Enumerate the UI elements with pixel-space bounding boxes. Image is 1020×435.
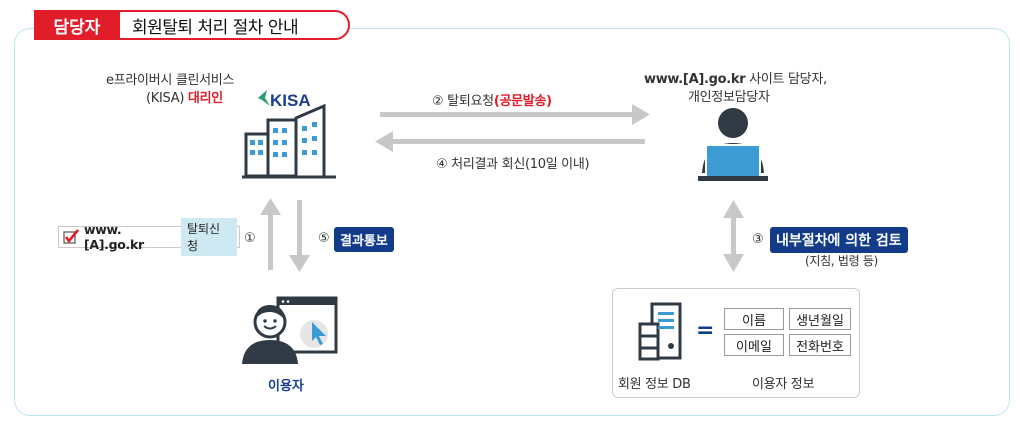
step3-review-badge: 내부절차에 의한 검토 <box>770 227 908 253</box>
header-title: 회원탈퇴 처리 절차 안내 <box>132 17 299 38</box>
user-label: 이용자 <box>268 379 304 394</box>
field-birthdate: 생년월일 <box>789 308 851 330</box>
withdraw-request-bar[interactable]: www.[A].go.kr 탈퇴신청 <box>58 218 240 256</box>
kisa-line2: (KISA) 대리인 <box>146 87 223 106</box>
withdraw-site-url: www.[A].go.kr <box>83 222 144 252</box>
field-phone: 전화번호 <box>789 334 851 356</box>
step5-number: ⑤ <box>318 231 330 246</box>
equals-sign: = <box>696 318 715 343</box>
step4-label: ④ 처리결과 회신(10일 이내) <box>436 157 590 172</box>
kisa-line2-prefix: (KISA) <box>146 91 188 106</box>
admin-person-icon <box>698 108 768 181</box>
kisa-logo-text: KISA <box>270 91 311 110</box>
checkbox-checked-icon <box>63 229 80 244</box>
user-info-label: 이용자 정보 <box>752 377 815 392</box>
kisa-agent-highlight: 대리인 <box>187 91 223 106</box>
kisa-line1: e프라이버시 클린서비스 <box>106 73 235 88</box>
step5-result-badge: 결과통보 <box>334 227 394 252</box>
step1-number: ① <box>244 231 256 246</box>
step2-highlight: (공문발송) <box>493 94 552 109</box>
step2-text: ② 탈퇴요청 <box>432 94 494 109</box>
kisa-building-icon: KISA <box>242 90 336 179</box>
field-email: 이메일 <box>724 334 784 356</box>
member-db-label: 회원 정보 DB <box>618 377 691 392</box>
database-server-icon <box>638 302 682 361</box>
site-admin-url: www.[A].go.kr <box>644 72 746 87</box>
step3-number: ③ <box>752 232 764 247</box>
field-name: 이름 <box>724 308 784 330</box>
user-at-computer-icon <box>242 296 338 364</box>
site-admin-role: 사이트 담당자, <box>745 72 827 87</box>
site-admin-line2: 개인정보담당자 <box>688 90 770 105</box>
withdraw-request-chip[interactable]: 탈퇴신청 <box>180 218 237 256</box>
step2-label: ② 탈퇴요청(공문발송) <box>432 90 552 109</box>
step3-subtext: (지침, 법령 등) <box>805 254 879 268</box>
site-admin-line1: www.[A].go.kr 사이트 담당자, <box>644 68 827 87</box>
header-tag-label: 담당자 <box>34 10 120 40</box>
